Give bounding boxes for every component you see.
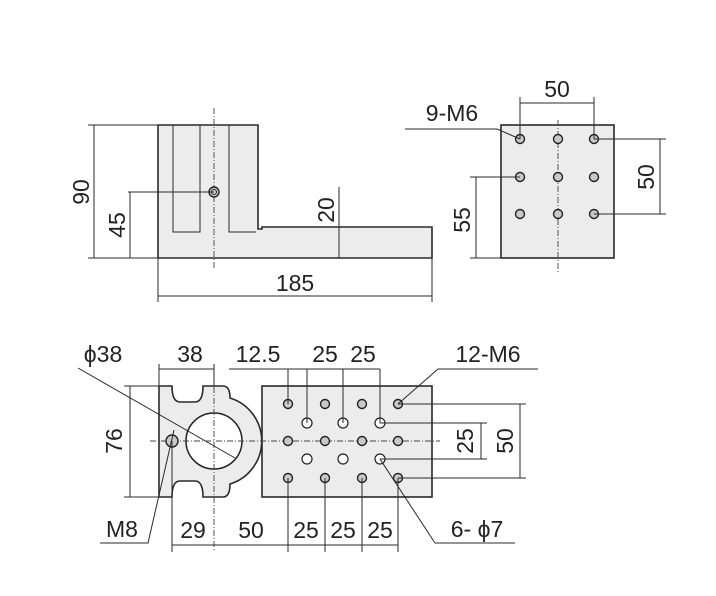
callout-12-m6: 12-M6 <box>455 341 520 367</box>
dim-90: 90 <box>68 179 94 205</box>
dim-38: 38 <box>177 341 203 367</box>
dim-50-right: 50 <box>633 164 659 190</box>
m6-hole-grid <box>514 133 600 220</box>
dim-185: 185 <box>276 270 314 296</box>
dim-25-bottom-a: 25 <box>293 517 319 543</box>
dim-25-bottom-b: 25 <box>330 517 356 543</box>
dim-25-top-a: 25 <box>312 341 338 367</box>
dim-50-bottom: 50 <box>238 517 264 543</box>
dim-25-top-b: 25 <box>350 341 376 367</box>
top-view: 38 12.5 25 25 ϕ38 12-M6 25 50 76 29 50 2… <box>77 341 538 552</box>
dim-29: 29 <box>180 517 206 543</box>
callout-m8: M8 <box>106 516 138 542</box>
dim-12-5: 12.5 <box>236 341 281 367</box>
callout-phi38: ϕ38 <box>84 341 122 367</box>
callout-6-phi7: 6- ϕ7 <box>451 516 504 542</box>
dim-76: 76 <box>101 428 127 454</box>
side-view: 90 45 20 185 <box>68 108 433 302</box>
dim-25-right: 25 <box>452 428 478 454</box>
dim-45: 45 <box>104 212 130 238</box>
dim-50-top: 50 <box>544 76 570 102</box>
front-view: 50 50 55 9-M6 <box>405 76 666 272</box>
dim-25-bottom-c: 25 <box>367 517 393 543</box>
dim-20: 20 <box>313 197 339 223</box>
m6-holes <box>282 398 404 484</box>
dim-55: 55 <box>449 207 475 233</box>
callout-9-m6: 9-M6 <box>426 100 478 126</box>
dim-50-right: 50 <box>492 428 518 454</box>
